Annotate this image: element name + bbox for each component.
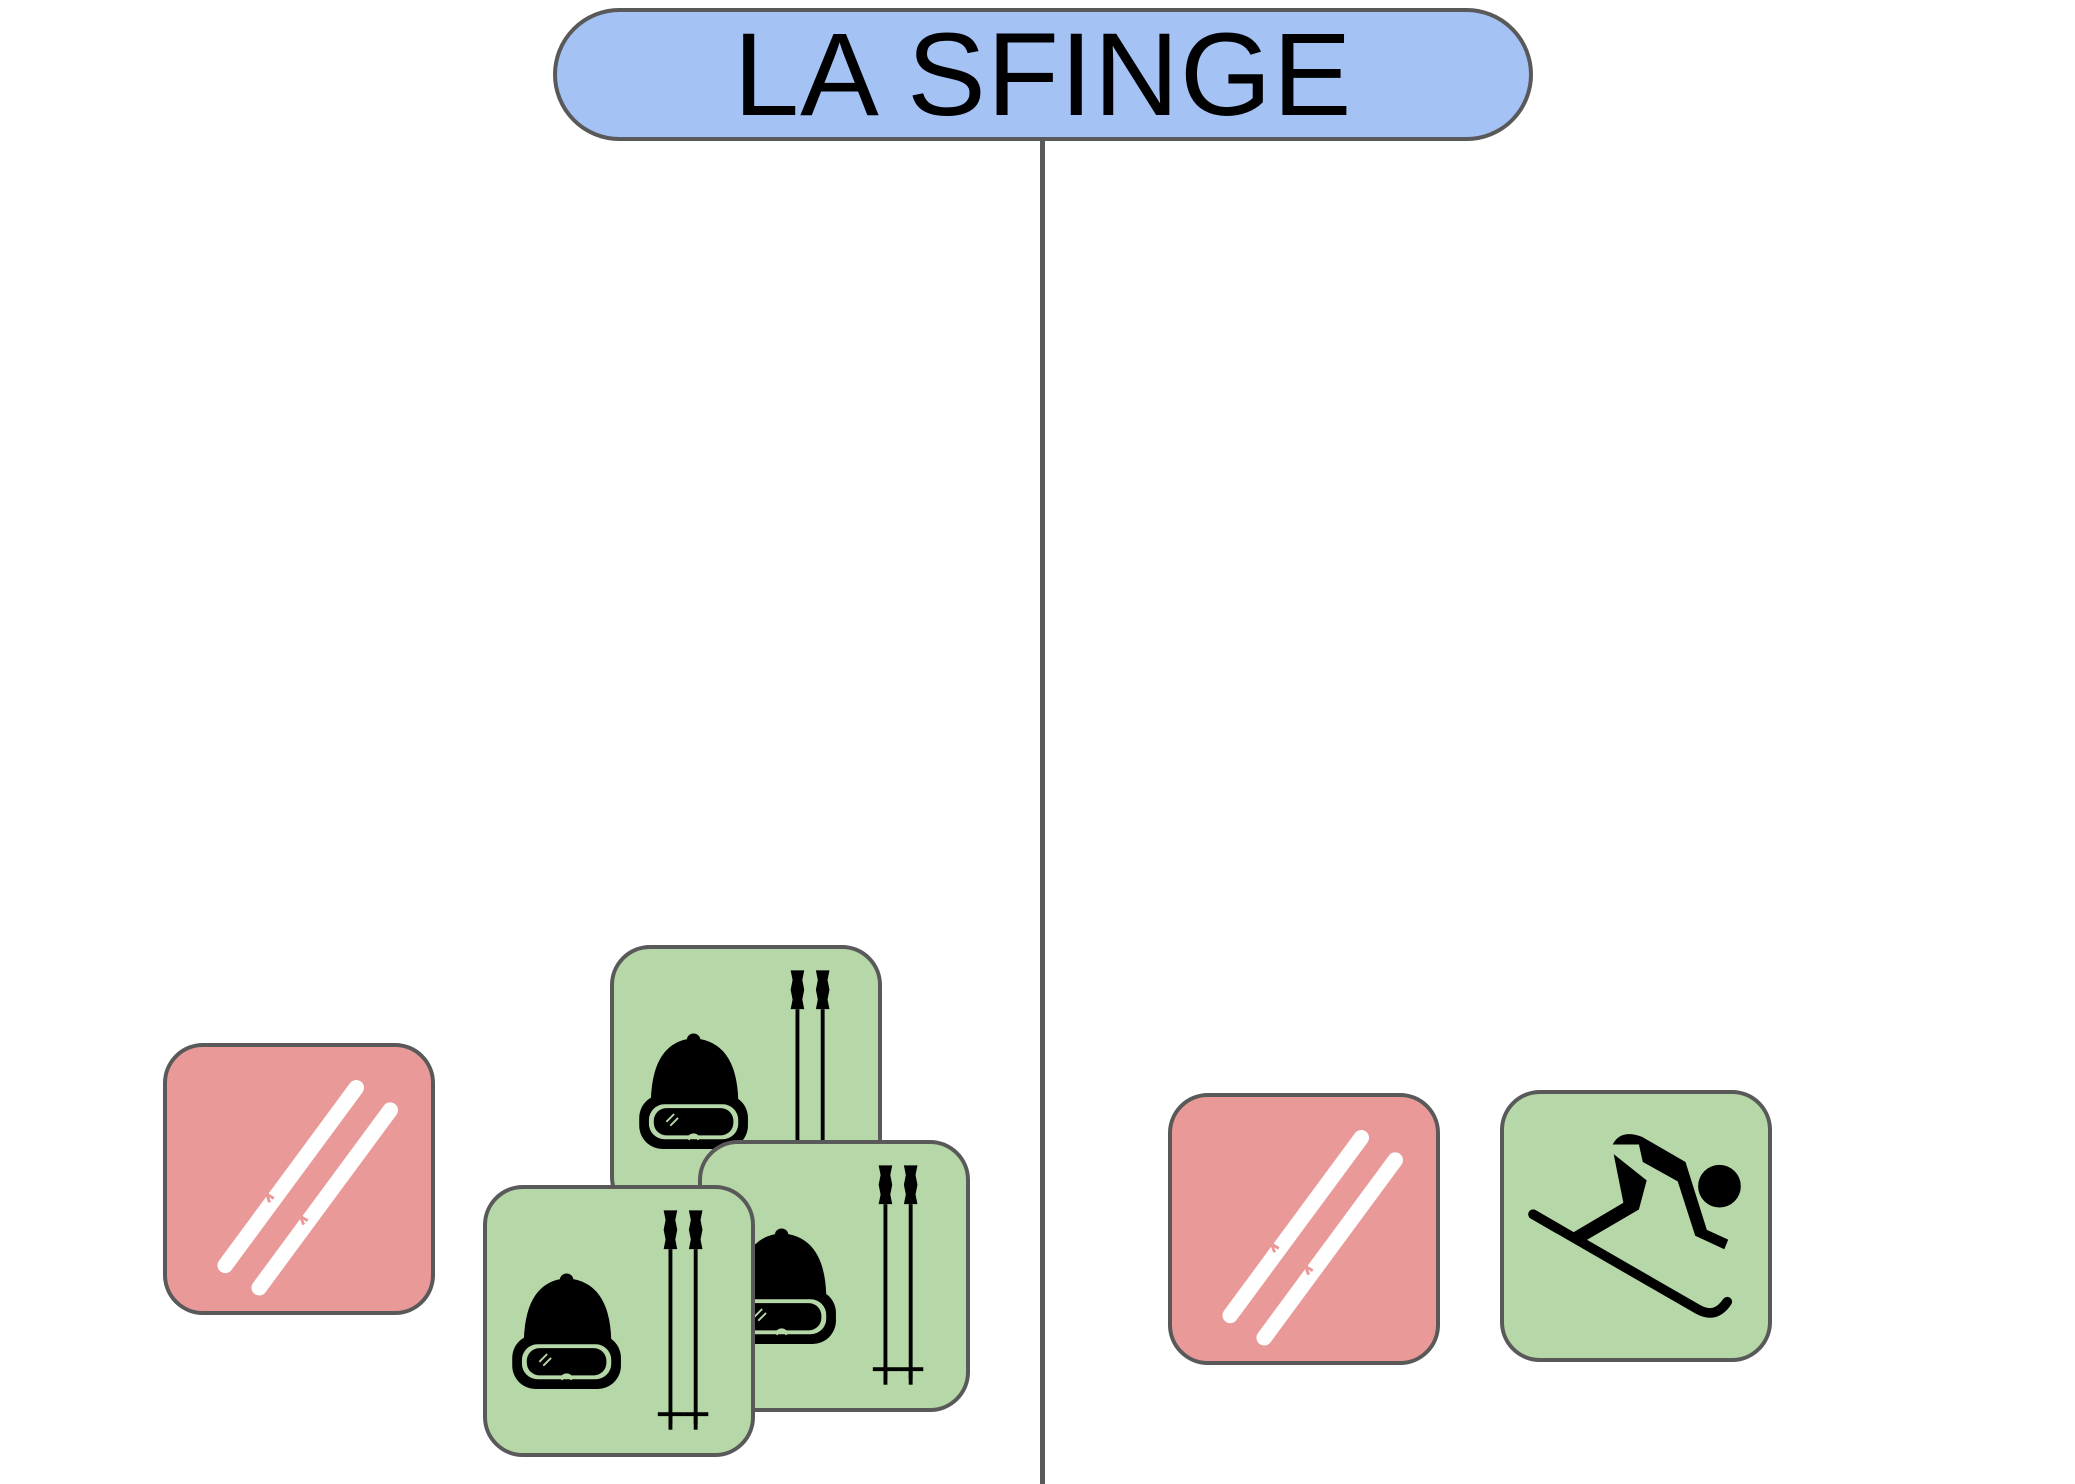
title-banner: LA SFINGE — [553, 8, 1533, 141]
left-red-card[interactable] — [163, 1043, 435, 1315]
right-red-card[interactable] — [1168, 1093, 1440, 1365]
left-green-card-front[interactable] — [483, 1185, 755, 1457]
skis-icon — [1172, 1097, 1436, 1361]
skis-icon — [167, 1047, 431, 1311]
title-text: LA SFINGE — [733, 8, 1353, 141]
skier-icon — [1504, 1094, 1768, 1358]
center-divider — [1040, 141, 1045, 1484]
helmet-goggles-and-poles-icon — [487, 1189, 751, 1453]
right-green-card[interactable] — [1500, 1090, 1772, 1362]
